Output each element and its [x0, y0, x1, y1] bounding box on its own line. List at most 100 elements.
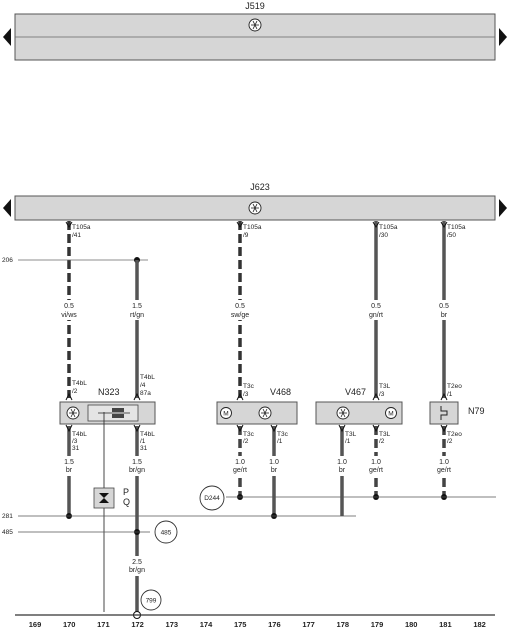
wire-color: br: [339, 467, 346, 474]
ref-d244: D244: [204, 495, 220, 502]
wire-172-lower: T4bL /1 31 1.5 br/gn 2.5 br/gn: [126, 424, 155, 619]
svg-text:M: M: [388, 411, 393, 418]
wire-175-upper: T105a /9 0.5 sw/ge T3c /3: [228, 221, 262, 401]
pin-label: /3: [379, 391, 385, 398]
column-number: 172: [131, 620, 144, 629]
wire-181-lower: T2eo /2 1.0 ge/rt: [433, 424, 462, 500]
wire-170-upper: T105a /41 0.5 vi/ws T4bL /2: [58, 221, 91, 401]
column-number: 177: [302, 620, 315, 629]
column-number: 175: [234, 620, 247, 629]
wire-175-lower: T3c /2 1.0 ge/rt: [229, 424, 255, 500]
wire-178-lower: T3L /1 1.0 br: [332, 424, 357, 516]
v467-label: V467: [345, 387, 366, 397]
pin-label: /1: [277, 438, 283, 445]
wire-color: br: [66, 467, 73, 474]
n323-label: N323: [98, 387, 120, 397]
column-number: 179: [371, 620, 384, 629]
pin-label: /2: [243, 438, 249, 445]
wire-179-upper: T105a /30 0.5 gn/rt T3L /3: [364, 221, 398, 401]
ref-485-left: 485: [2, 529, 13, 536]
bus-485: 485 485: [2, 520, 178, 544]
ref-799-marker: 799: [140, 589, 162, 611]
pin-label: /9: [243, 232, 249, 239]
wire-size: 1.0: [269, 459, 279, 466]
pin-label: T105a: [447, 224, 466, 231]
relay-pq: P Q: [93, 412, 130, 612]
continue-right-arrow-icon: [499, 199, 507, 217]
pin-label: T3L: [345, 431, 357, 438]
pin-label: T4bL: [140, 431, 155, 438]
pin-label: /41: [72, 232, 81, 239]
wire-size: 0.5: [235, 303, 245, 310]
pin-label: /1: [345, 438, 351, 445]
pin-label: T105a: [72, 224, 91, 231]
pin-label: /2: [72, 388, 78, 395]
column-number: 182: [473, 620, 486, 629]
column-number: 173: [166, 620, 179, 629]
pin-label: T3c: [243, 383, 255, 390]
component-v467: M V467: [315, 387, 403, 425]
wire-color: rt/gn: [130, 312, 144, 319]
wire-color: ge/rt: [233, 467, 247, 474]
pin-label: /50: [447, 232, 456, 239]
pin-label: /1: [447, 391, 453, 398]
column-number: 180: [405, 620, 418, 629]
wire-170-lower: T4bL /3 31 1.5 br: [60, 424, 87, 519]
pin-label: T4bL: [72, 431, 87, 438]
wire-color: br: [441, 312, 448, 319]
pin-label: 87a: [140, 390, 151, 397]
pin-label: T4bL: [140, 374, 155, 381]
wire-size: 1.5: [64, 459, 74, 466]
wire-size: 1.5: [132, 303, 142, 310]
wire-size: 1.0: [439, 459, 449, 466]
column-number: 176: [268, 620, 281, 629]
pin-label: T4bL: [72, 380, 87, 387]
control-unit-j519: J519: [3, 1, 507, 61]
wire-size: 1.5: [132, 459, 142, 466]
ref-281: 281: [2, 513, 13, 520]
wire-179-lower: T3L /2 1.0 ge/rt: [365, 424, 391, 500]
j623-transistor-icon: [248, 201, 262, 215]
j519-transistor-icon: [248, 18, 262, 32]
wire-size: 0.5: [439, 303, 449, 310]
j623-title: J623: [250, 182, 270, 192]
ref-206: 206: [2, 257, 13, 264]
pin-label: /2: [447, 438, 453, 445]
pin-label: /2: [379, 438, 385, 445]
pin-label: T3L: [379, 431, 391, 438]
wire-color: gn/rt: [369, 312, 383, 319]
wire-size: 0.5: [64, 303, 74, 310]
pin-label: T3L: [379, 383, 391, 390]
wire-size: 2.5: [132, 559, 142, 566]
wire-size: 1.0: [337, 459, 347, 466]
ref-799: 799: [146, 598, 157, 605]
n323-transistor-icon: [66, 406, 80, 420]
wire-176-lower: T3c /1 1.0 br: [264, 424, 289, 519]
component-v468: M V468: [216, 387, 298, 425]
column-number: 178: [337, 620, 350, 629]
v467-transistor-icon: [336, 406, 350, 420]
pin-label: /1: [140, 438, 146, 445]
wire-color: vi/ws: [61, 312, 77, 319]
control-unit-j623: J623: [3, 182, 507, 221]
relay-p-label: P: [123, 487, 129, 497]
pin-label: T2eo: [447, 431, 462, 438]
v468-label: V468: [270, 387, 291, 397]
ref-485-circle: 485: [161, 530, 172, 537]
continue-left-arrow-icon: [3, 199, 11, 217]
j519-title: J519: [245, 1, 265, 11]
wire-color: br/gn: [129, 467, 145, 474]
bus-281: 281: [2, 513, 356, 520]
bus-d244: D244: [199, 485, 496, 511]
pin-label: /30: [379, 232, 388, 239]
pin-label: T2eo: [447, 383, 462, 390]
column-number: 174: [200, 620, 213, 629]
relay-q-label: Q: [123, 497, 130, 507]
pin-label: 31: [140, 445, 148, 452]
pin-label: T3c: [277, 431, 289, 438]
pin-label: 31: [72, 445, 80, 452]
pin-label: /3: [72, 438, 78, 445]
wire-172-upper: 206 1.5 rt/gn T4bL /4 87a: [2, 257, 155, 401]
